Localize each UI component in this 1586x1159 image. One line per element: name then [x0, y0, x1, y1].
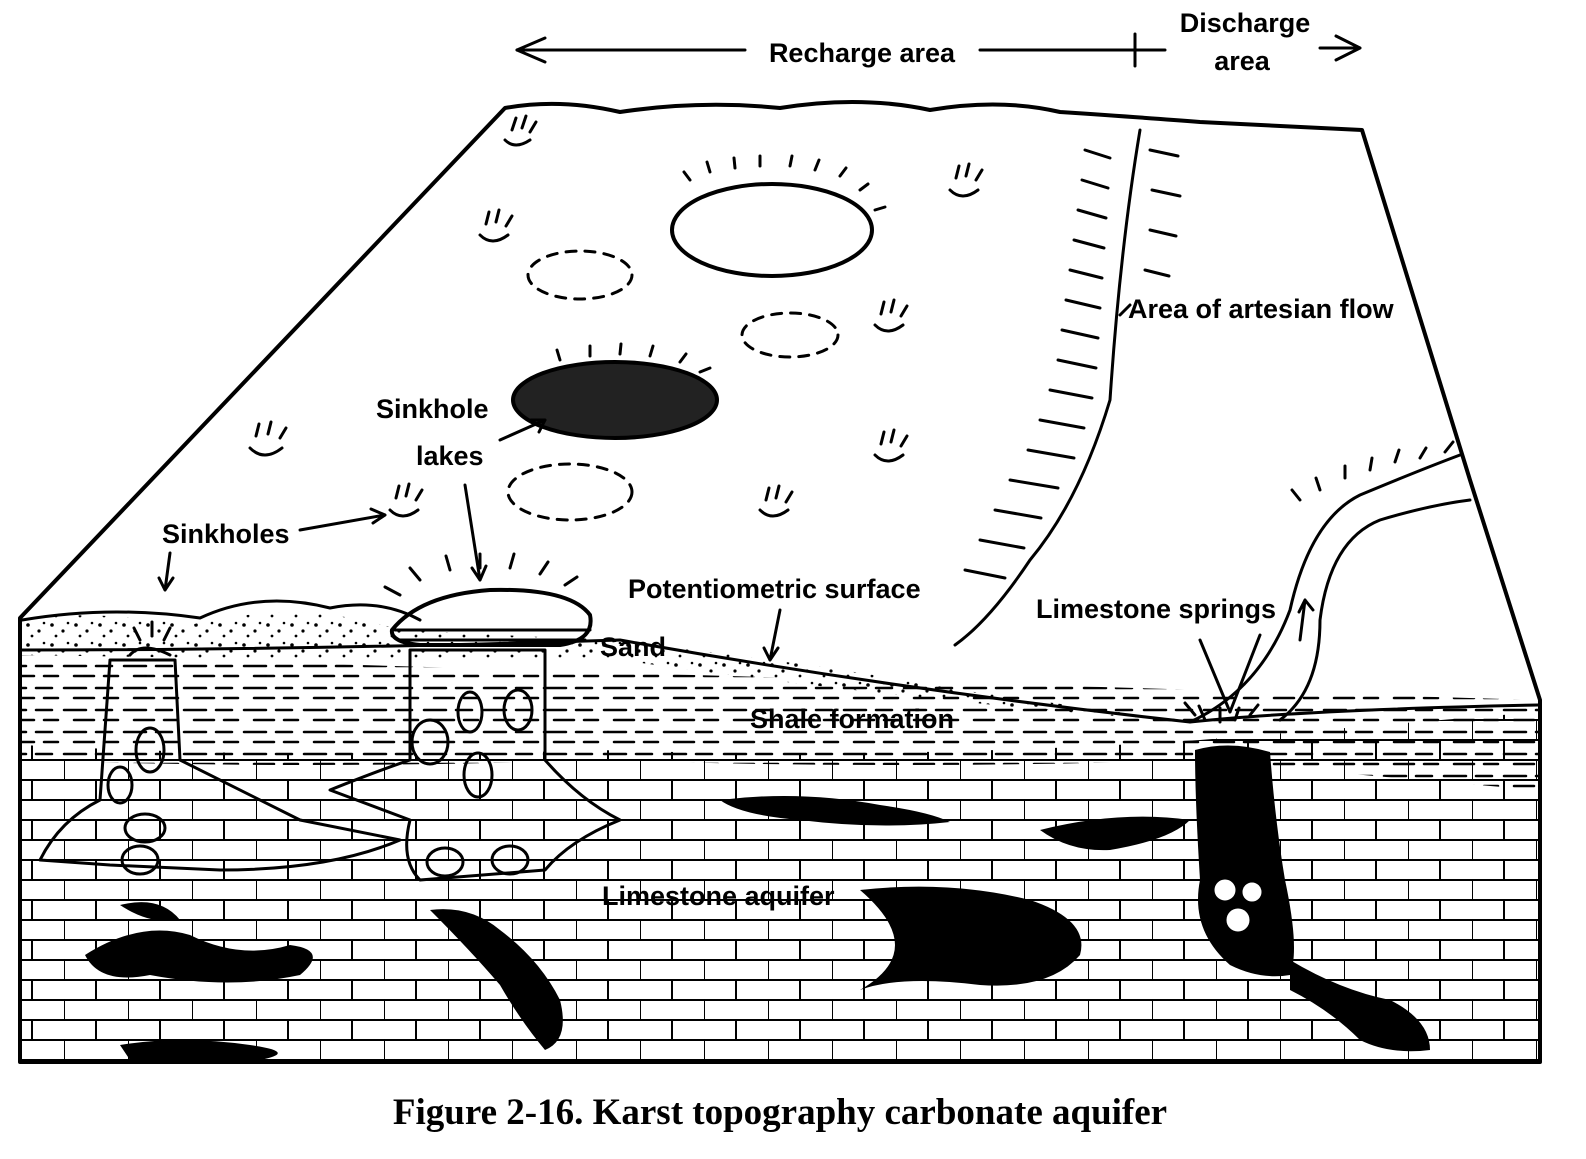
figure-caption: Figure 2-16. Karst topography carbonate … — [393, 1092, 1167, 1133]
escarpment — [953, 128, 1182, 647]
potentiometric-surface-label: Potentiometric surface — [628, 574, 921, 604]
sinkhole-column-right — [328, 648, 622, 882]
spring-conduit-openings — [1211, 876, 1265, 935]
solution-cavities — [85, 745, 1430, 1060]
discharge-arrow[interactable] — [1318, 34, 1362, 62]
sinkhole-column-left — [38, 658, 402, 876]
limestone-aquifer-label: Limestone aquifer — [602, 881, 835, 911]
sand-label: Sand — [600, 632, 666, 662]
small-sinkholes — [128, 114, 984, 657]
shale-formation-label: Shale formation — [750, 704, 954, 734]
recharge-arrow[interactable] — [515, 32, 1167, 68]
limestone-layer — [22, 712, 1538, 1060]
spring-channel — [1183, 440, 1472, 724]
sand-layer — [20, 599, 1190, 722]
artesian-flow-label: Area of artesian flow — [1128, 294, 1395, 324]
sinkhole-lake-dark — [511, 342, 719, 440]
sinkholes-label: Sinkholes — [162, 519, 290, 549]
sinkhole-lake-upper — [670, 154, 887, 278]
dashed-depressions — [506, 249, 840, 522]
recharge-area-label: Recharge area — [769, 38, 956, 68]
land-surface-block — [18, 99, 1542, 1064]
discharge-area-label-line1: Discharge — [1180, 8, 1311, 38]
discharge-area-label-line2: area — [1214, 46, 1271, 76]
sinkhole-lakes-label-line2: lakes — [416, 441, 484, 471]
sinkhole-lakes-label-line1: Sinkhole — [376, 394, 489, 424]
pointer-arrows — [157, 303, 1315, 714]
limestone-springs-label: Limestone springs — [1036, 594, 1276, 624]
sinkhole-lake-profile — [383, 552, 593, 647]
